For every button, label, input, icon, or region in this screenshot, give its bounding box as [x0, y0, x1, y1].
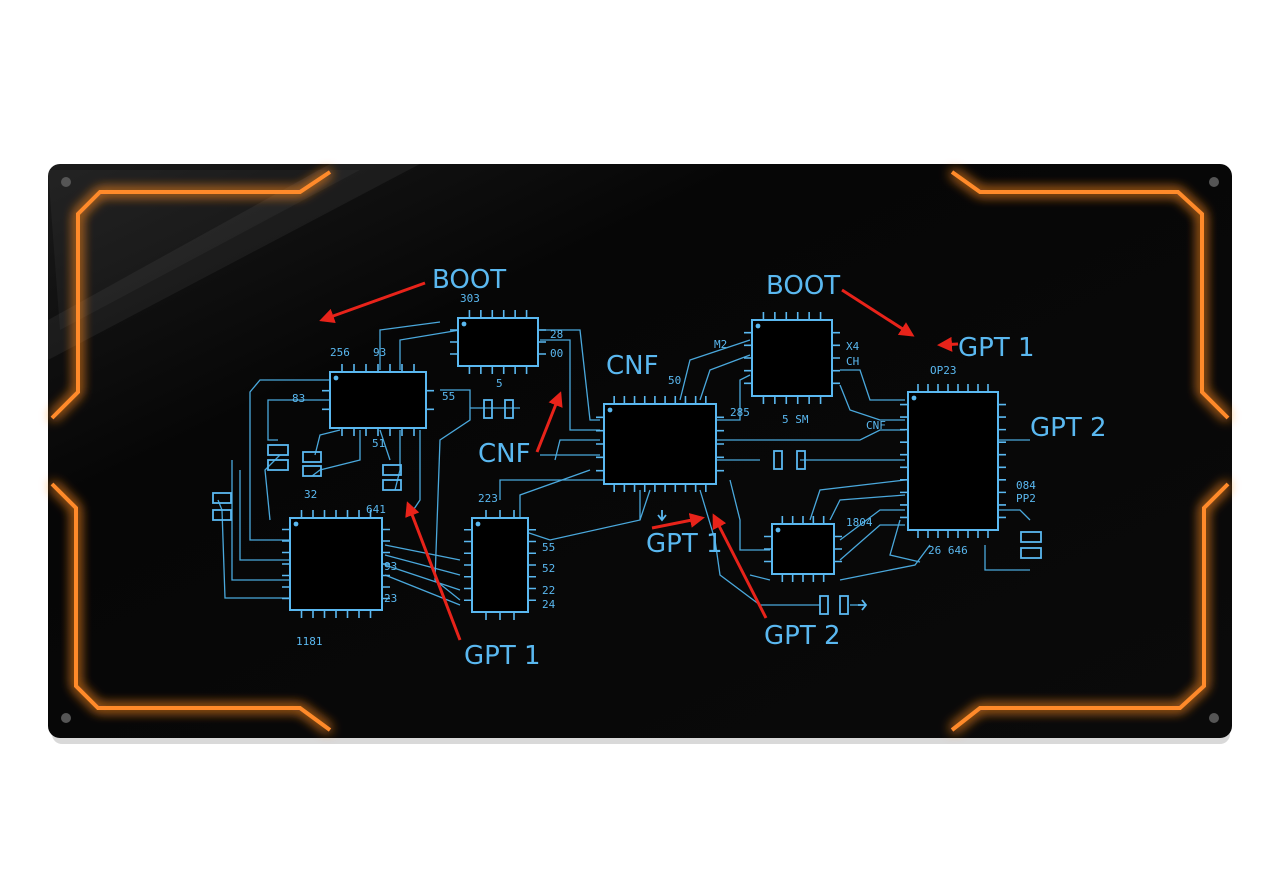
chip-top-left — [322, 364, 434, 436]
cl-83: 83 — [292, 392, 305, 405]
chip-bottom-right-pin1-marker — [775, 527, 781, 533]
arrow-boot-left — [319, 281, 426, 324]
cl-5m: 5 SM — [782, 413, 809, 426]
cl-256: 256 — [330, 346, 350, 359]
cl-641: 641 — [366, 503, 386, 516]
arrow-gpt1-bottom-left — [405, 501, 462, 641]
label-gpt2-right: GPT 2 — [1030, 413, 1107, 443]
cl-26646: 26 646 — [928, 544, 968, 557]
cl-x4: X4 — [846, 340, 860, 353]
cl-22: 22 — [542, 584, 555, 597]
cl-285: 285 — [730, 406, 750, 419]
arrow-gpt1-center — [651, 512, 705, 530]
passive-components — [212, 399, 1042, 615]
cl-52: 52 — [542, 562, 555, 575]
cl-1804: 1804 — [846, 516, 873, 529]
chip-bottom-mid-pin1-marker — [475, 521, 481, 527]
label-gpt1-bottom-left: GPT 1 — [464, 641, 541, 671]
mounting-holes — [61, 177, 1219, 723]
arrow-boot-right — [841, 288, 915, 337]
chip-right-large — [900, 384, 1006, 538]
cl-0p23: OP23 — [930, 364, 957, 377]
cl-5: 5 — [496, 377, 503, 390]
traces — [217, 321, 1031, 606]
cl-93b: 93 — [384, 560, 397, 573]
chip-bottom-right — [764, 516, 842, 582]
annotation-arrows — [319, 281, 959, 641]
arrow-gpt2-bottom — [712, 513, 768, 619]
chip-top-small — [450, 310, 546, 374]
chip-top-small-pin1-marker — [461, 321, 467, 327]
cl-93: 93 — [373, 346, 386, 359]
cl-55a: 55 — [442, 390, 455, 403]
cl-1181: 1181 — [296, 635, 323, 648]
cl-cnf: CNF — [866, 419, 886, 432]
cl-55b: 55 — [542, 541, 555, 554]
component-labels: 256 93 83 55 51 32 303 28 00 5 223 55 52… — [292, 292, 1036, 648]
cl-51: 51 — [372, 437, 385, 450]
label-boot-right: BOOT — [766, 271, 840, 301]
annotation-labels: BOOT BOOT CNF CNF GPT 1 GPT 1 GPT 1 GPT … — [432, 265, 1107, 671]
cl-303: 303 — [460, 292, 480, 305]
label-gpt1-center: GPT 1 — [646, 529, 723, 559]
label-gpt1-top-right: GPT 1 — [958, 333, 1035, 363]
neon-frame — [50, 170, 1230, 732]
chip-right-large-pin1-marker — [911, 395, 917, 401]
cl-28: 28 — [550, 328, 563, 341]
arrow-cnf-left — [535, 391, 563, 453]
cl-00: 00 — [550, 347, 563, 360]
chip-center-cpu — [596, 396, 724, 492]
cl-084: 084 — [1016, 479, 1036, 492]
cl-c4: CH — [846, 355, 859, 368]
chip-top-left-pin1-marker — [333, 375, 339, 381]
label-boot-left: BOOT — [432, 265, 506, 295]
label-gpt2-bottom: GPT 2 — [764, 621, 841, 651]
arrow-gpt1-top-right — [937, 336, 959, 352]
chip-top-right-pin1-marker — [755, 323, 761, 329]
cl-pp2: PP2 — [1016, 492, 1036, 505]
label-cnf-top: CNF — [606, 351, 659, 381]
cl-23: 23 — [384, 592, 397, 605]
chip-bottom-mid — [464, 510, 536, 620]
cl-m2: M2 — [714, 338, 727, 351]
cl-24: 24 — [542, 598, 556, 611]
chip-bottom-left — [282, 510, 390, 618]
chip-top-right — [744, 312, 840, 404]
cl-50: 50 — [668, 374, 681, 387]
chip-bottom-left-pin1-marker — [293, 521, 299, 527]
ic-chips — [282, 310, 1006, 620]
cl-32: 32 — [304, 488, 317, 501]
label-cnf-left: CNF — [478, 439, 531, 469]
cl-223: 223 — [478, 492, 498, 505]
chip-center-cpu-pin1-marker — [607, 407, 613, 413]
